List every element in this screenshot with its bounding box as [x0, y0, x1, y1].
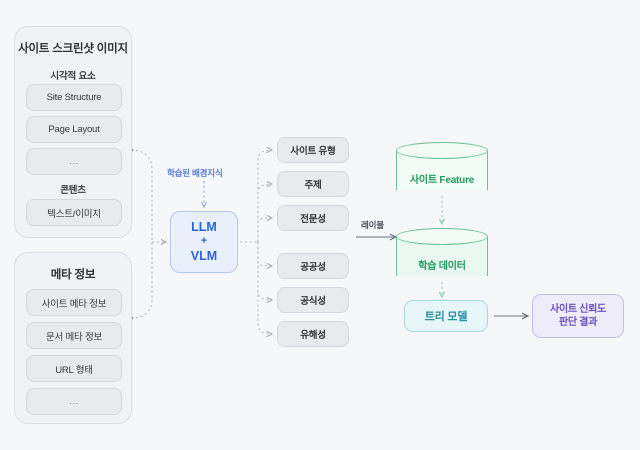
result-line-2: 판단 결과: [558, 317, 598, 328]
tree-model-label: 트리 모델: [424, 311, 468, 323]
label-labeling: 레이블: [361, 220, 384, 230]
attr-site-type[interactable]: 사이트 유형: [277, 137, 349, 163]
group-heading-visual: 시각적 요소: [50, 71, 96, 82]
vlm-label: VLM: [190, 248, 218, 263]
result-box[interactable]: 사이트 신뢰도 판단 결과: [532, 294, 624, 338]
chip-page-layout[interactable]: Page Layout: [26, 116, 122, 143]
attr-harmfulness[interactable]: 유해성: [277, 321, 349, 347]
llm-vlm-box[interactable]: LLM + VLM: [170, 211, 238, 273]
panel-title-meta: 메타 정보: [50, 269, 96, 281]
chip-site-structure[interactable]: Site Structure: [26, 84, 122, 111]
result-line-1: 사이트 신뢰도: [550, 303, 606, 315]
wire-inputs-to-llm: [130, 149, 168, 319]
group-heading-content: 콘텐츠: [60, 185, 86, 196]
panel-site-screenshot: 사이트 스크린샷 이미지 시각적 요소 Site Structure Page …: [14, 26, 132, 238]
label-background-knowledge: 학습된 배경지식: [167, 168, 223, 178]
chip-doc-meta[interactable]: 문서 메타 정보: [26, 322, 122, 349]
attr-formality[interactable]: 공식성: [277, 287, 349, 313]
panel-meta-info: 메타 정보 사이트 메타 정보 문서 메타 정보 URL 형태 …: [14, 252, 132, 424]
llm-label: LLM: [191, 220, 217, 235]
chip-visual-more[interactable]: …: [26, 148, 122, 175]
attr-topic[interactable]: 주제: [277, 171, 349, 197]
cylinder-top: [396, 228, 488, 245]
panel-title-screenshot: 사이트 스크린샷 이미지: [18, 43, 128, 55]
cylinder-top: [396, 142, 488, 159]
chip-site-meta[interactable]: 사이트 메타 정보: [26, 289, 122, 316]
chip-meta-more[interactable]: …: [26, 388, 122, 415]
tree-model-box[interactable]: 트리 모델: [404, 300, 488, 332]
wire-llm-to-attributes: [240, 146, 274, 338]
attr-publicness[interactable]: 공공성: [277, 253, 349, 279]
attr-expertise[interactable]: 전문성: [277, 205, 349, 231]
cylinder-label-site-feature: 사이트 Feature: [409, 175, 475, 186]
chip-url-form[interactable]: URL 형태: [26, 355, 122, 382]
cylinder-label-training-data: 학습 데이터: [418, 261, 466, 272]
chip-text-image[interactable]: 텍스트/이미지: [26, 199, 122, 226]
plus-sign: +: [200, 235, 208, 248]
